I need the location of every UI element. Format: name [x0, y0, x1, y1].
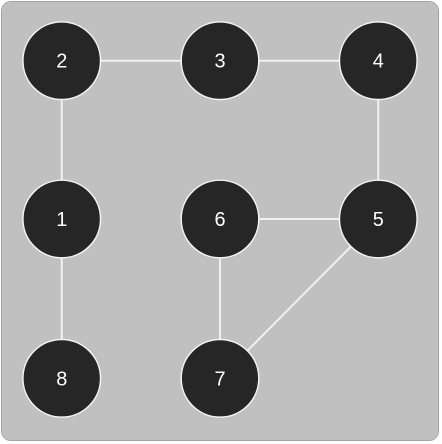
node-label: 5 — [373, 209, 384, 231]
node-circle — [338, 21, 418, 101]
node-3[interactable]: 3 — [180, 21, 260, 101]
node-label: 3 — [214, 51, 225, 73]
nodes-layer: 1 2 3 4 5 6 7 8 — [22, 21, 418, 418]
node-circle — [180, 338, 260, 418]
node-label: 1 — [56, 209, 67, 231]
node-label: 6 — [214, 209, 225, 231]
node-6[interactable]: 6 — [180, 179, 260, 259]
node-2[interactable]: 2 — [22, 21, 102, 101]
node-label: 4 — [373, 51, 384, 73]
node-5[interactable]: 5 — [338, 179, 418, 259]
node-8[interactable]: 8 — [22, 338, 102, 418]
node-circle — [22, 338, 102, 418]
node-label: 8 — [56, 368, 67, 390]
node-circle — [180, 21, 260, 101]
graph-canvas: 1 2 3 4 5 6 7 8 — [2, 2, 438, 440]
node-label: 7 — [214, 368, 225, 390]
node-circle — [180, 179, 260, 259]
node-4[interactable]: 4 — [338, 21, 418, 101]
node-7[interactable]: 7 — [180, 338, 260, 418]
node-circle — [22, 179, 102, 259]
node-circle — [338, 179, 418, 259]
node-label: 2 — [56, 51, 67, 73]
node-circle — [22, 21, 102, 101]
node-1[interactable]: 1 — [22, 179, 102, 259]
